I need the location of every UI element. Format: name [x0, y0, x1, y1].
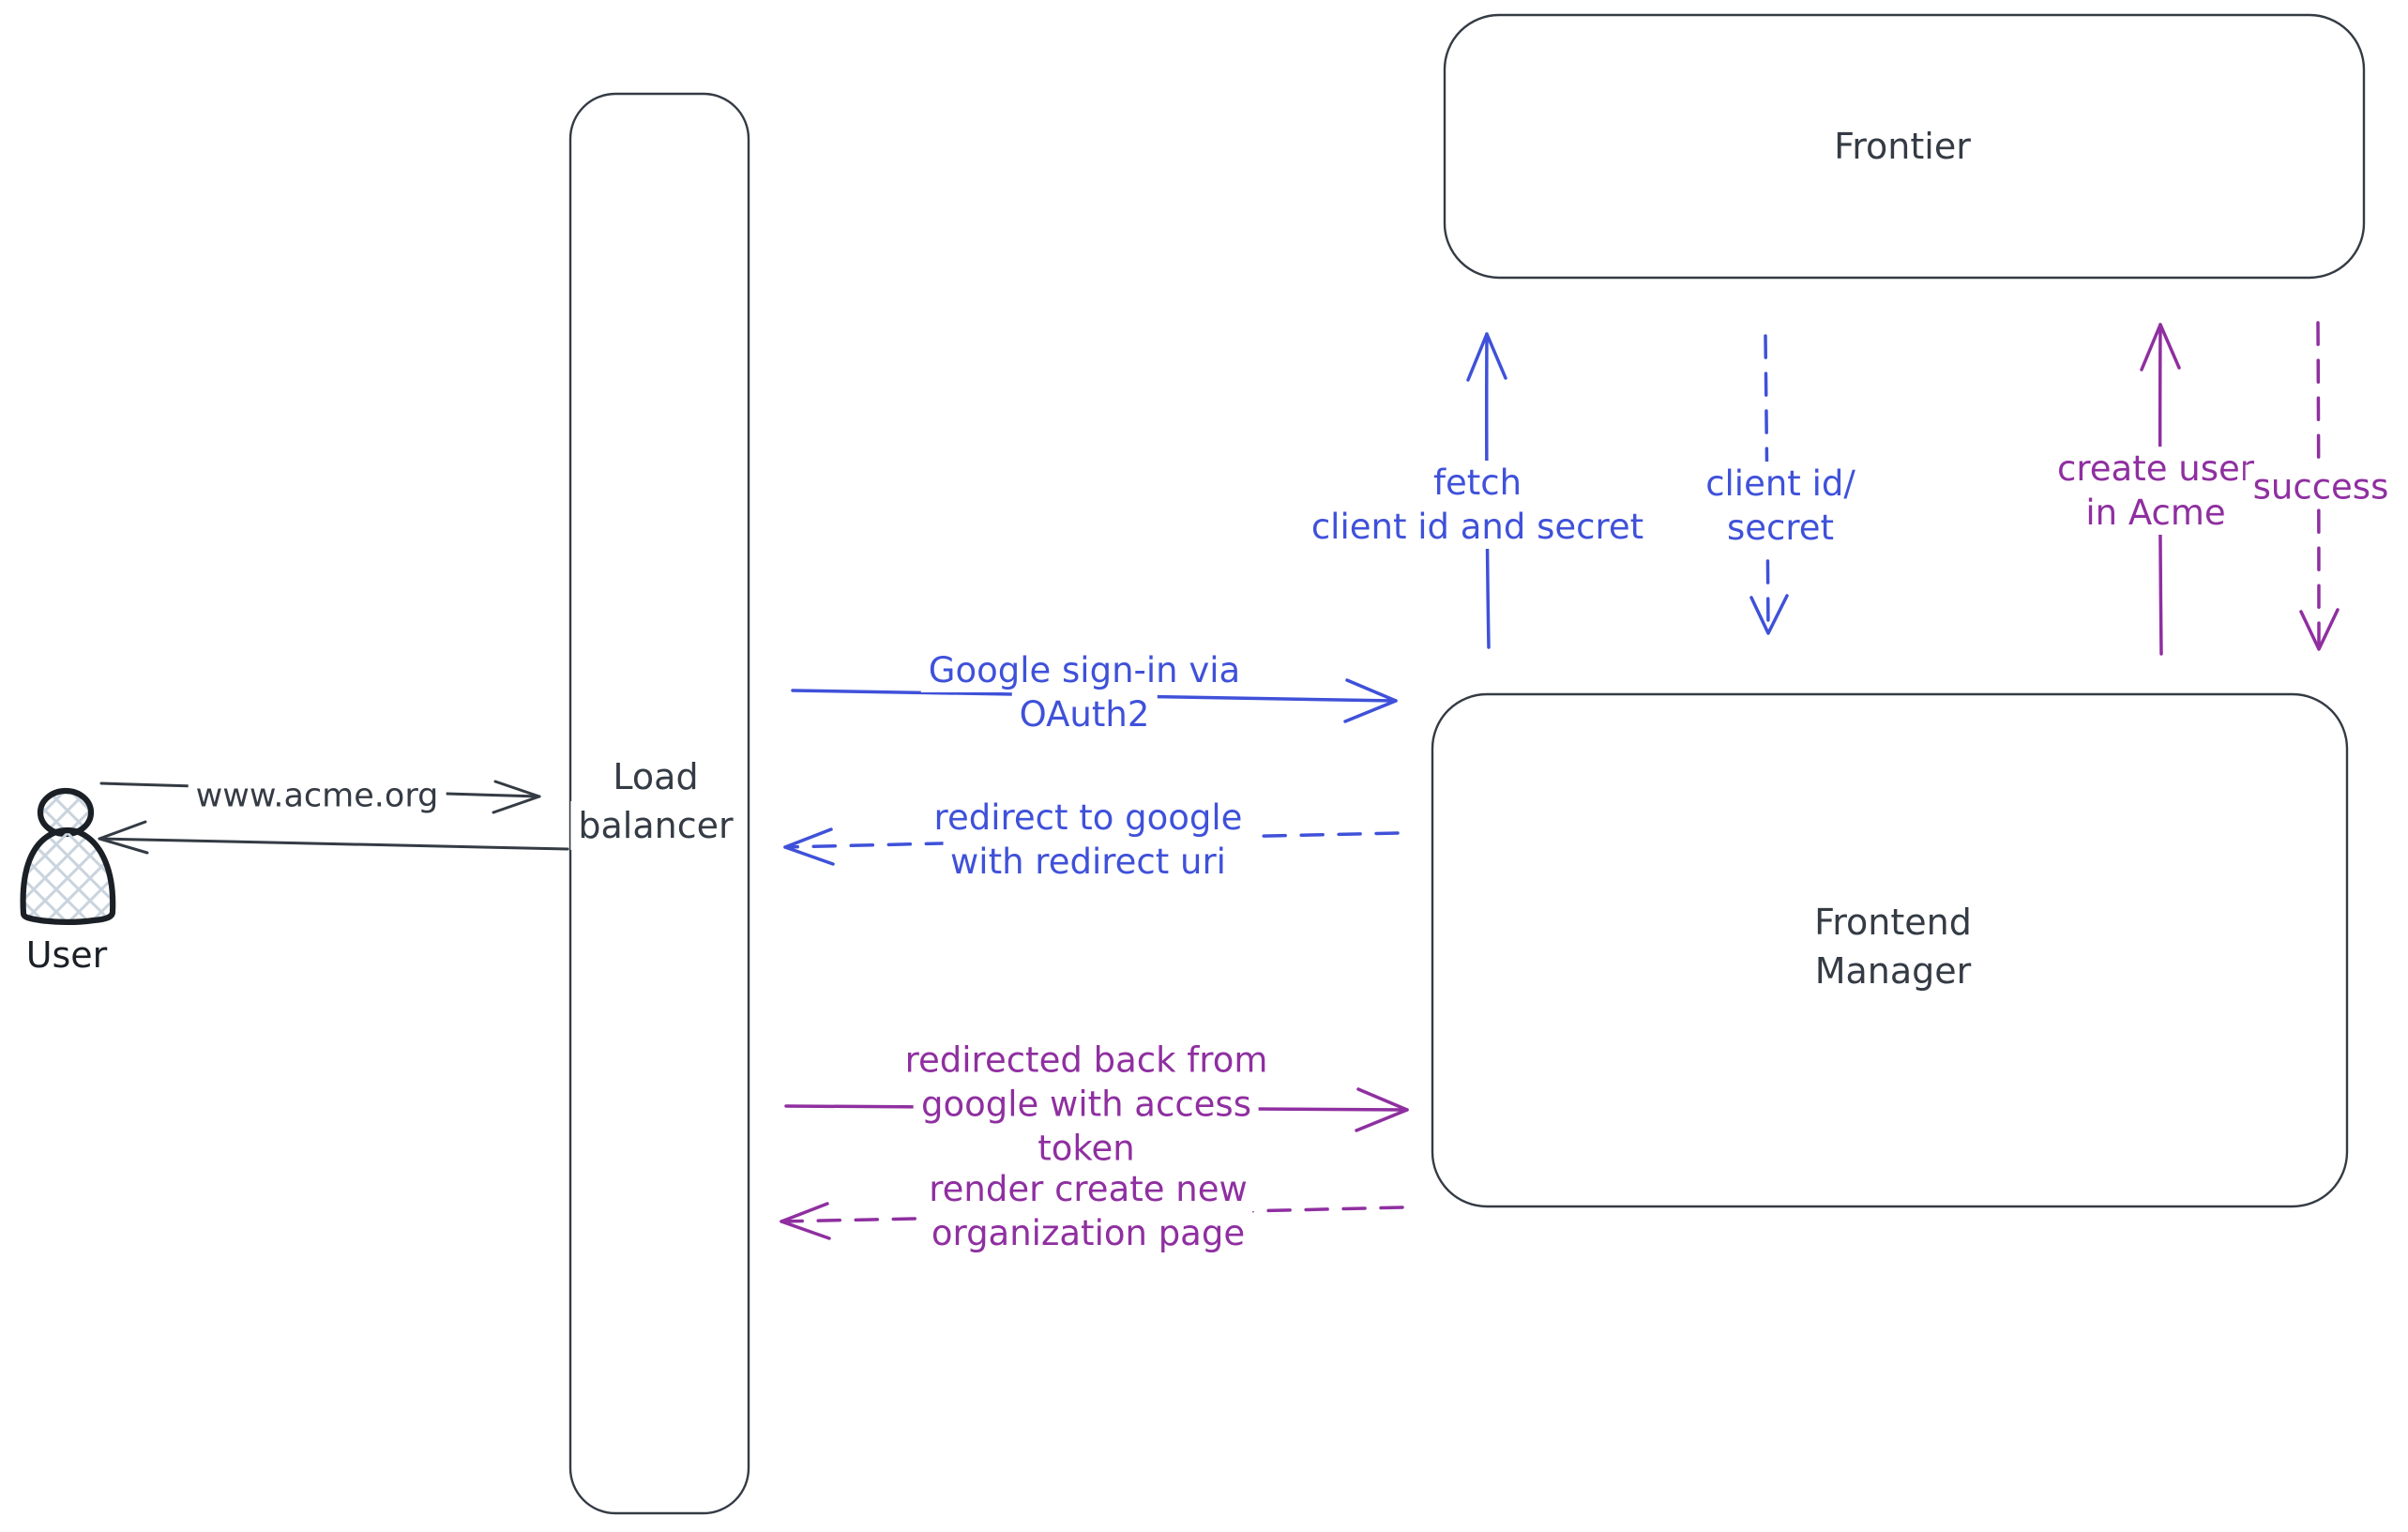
frontend-manager-title: Frontend Manager — [1807, 898, 1979, 995]
edge-label-redirected-back: redirected back from google with access … — [897, 1038, 1276, 1171]
edge-label-create-user: create user in Acme — [2050, 447, 2262, 535]
edge-label-render-org-page: render create new organization page — [921, 1167, 1255, 1255]
edge-label-www-acme: www.acme.org — [188, 774, 447, 819]
edge-label-fetch-secret: fetch client id and secret — [1303, 461, 1652, 549]
user-title: User — [18, 931, 115, 979]
user-icon — [20, 787, 116, 925]
load-balancer-title: Load balancer — [570, 752, 741, 850]
frontier-title: Frontier — [1826, 122, 1978, 171]
edge-label-success: success — [2245, 464, 2397, 509]
edge-label-redirect-google: redirect to google with redirect uri — [926, 796, 1250, 884]
edge-label-google-signin: Google sign-in via OAuth2 — [920, 648, 1249, 736]
edge-label-client-id-secret: client id/ secret — [1698, 462, 1863, 550]
arrow-response-to-user — [98, 820, 569, 855]
